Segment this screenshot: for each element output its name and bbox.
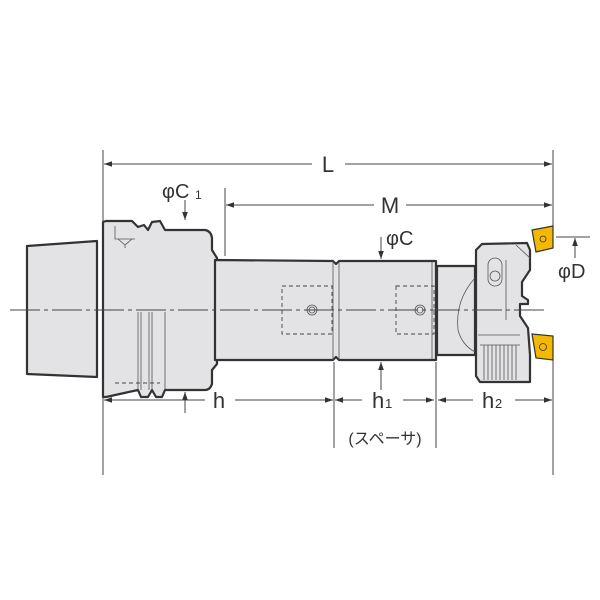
label-h1-sub: 1 [385, 396, 392, 411]
cutter-head [474, 241, 532, 384]
clamp-screw-icon [489, 270, 501, 282]
label-phiC1-sub: 1 [195, 188, 202, 202]
label-h: h [213, 388, 225, 413]
taper-shank [25, 239, 99, 379]
insert-top [531, 225, 554, 253]
label-phiD: φD [558, 261, 585, 283]
label-h2-sub: 2 [495, 396, 502, 411]
label-M: M [381, 193, 399, 218]
label-L: L [322, 152, 334, 177]
insert-bottom [531, 333, 554, 361]
label-h1: h [372, 388, 384, 413]
clamp-slot [487, 257, 503, 287]
knurl [480, 344, 520, 380]
label-spacer: (スペーサ) [348, 431, 421, 448]
label-phiC: φC [386, 228, 413, 250]
flange [101, 219, 219, 399]
label-phiC1: φC [162, 181, 189, 203]
label-h2: h [482, 388, 494, 413]
